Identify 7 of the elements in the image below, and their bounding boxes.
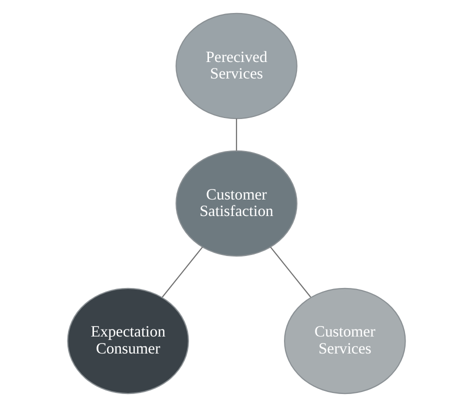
connector [236,118,238,150]
node-ellipse: Perecived Services [176,12,298,119]
node-ellipse: Expectation Consumer [67,287,189,394]
node-ellipse: Customer Services [284,287,406,394]
node-ellipse: Customer Satisfaction [176,150,298,256]
connector [162,246,203,297]
connector [270,246,312,297]
